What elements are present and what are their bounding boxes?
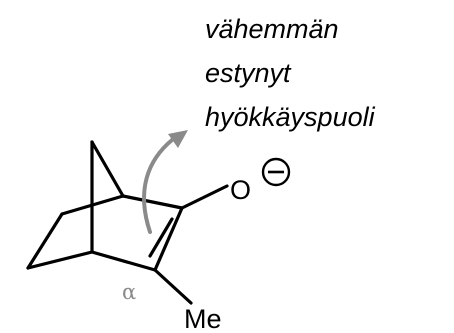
bond-ethano-3 (26, 250, 94, 270)
bond-to-alpha-carbon (90, 250, 157, 272)
bond-ethano-2 (26, 212, 64, 270)
attack-arrow (142, 130, 188, 234)
bond-c-methyl (153, 268, 193, 305)
alpha-label: α (122, 280, 136, 304)
bond-ethano-1 (60, 194, 125, 216)
annotation-line-2: estynyt (205, 58, 292, 88)
bond-cc-double-outer (153, 206, 184, 272)
negative-charge-icon (261, 157, 291, 187)
bond-bridge-back (90, 140, 125, 198)
attack-arrow-path (142, 138, 174, 234)
bond-to-enolate-carbon (121, 194, 184, 210)
molecule-bonds (26, 140, 229, 305)
atom-methyl: Me (184, 304, 222, 333)
annotation-line-1: vähemmän (205, 14, 339, 44)
bond-c-o (180, 184, 229, 210)
charge-circle (261, 157, 291, 187)
atom-oxygen: O (230, 175, 251, 205)
annotation-line-3: hyökkäyspuoli (205, 102, 376, 132)
attack-arrow-head (168, 130, 188, 148)
bond-cc-double-inner (148, 217, 174, 258)
